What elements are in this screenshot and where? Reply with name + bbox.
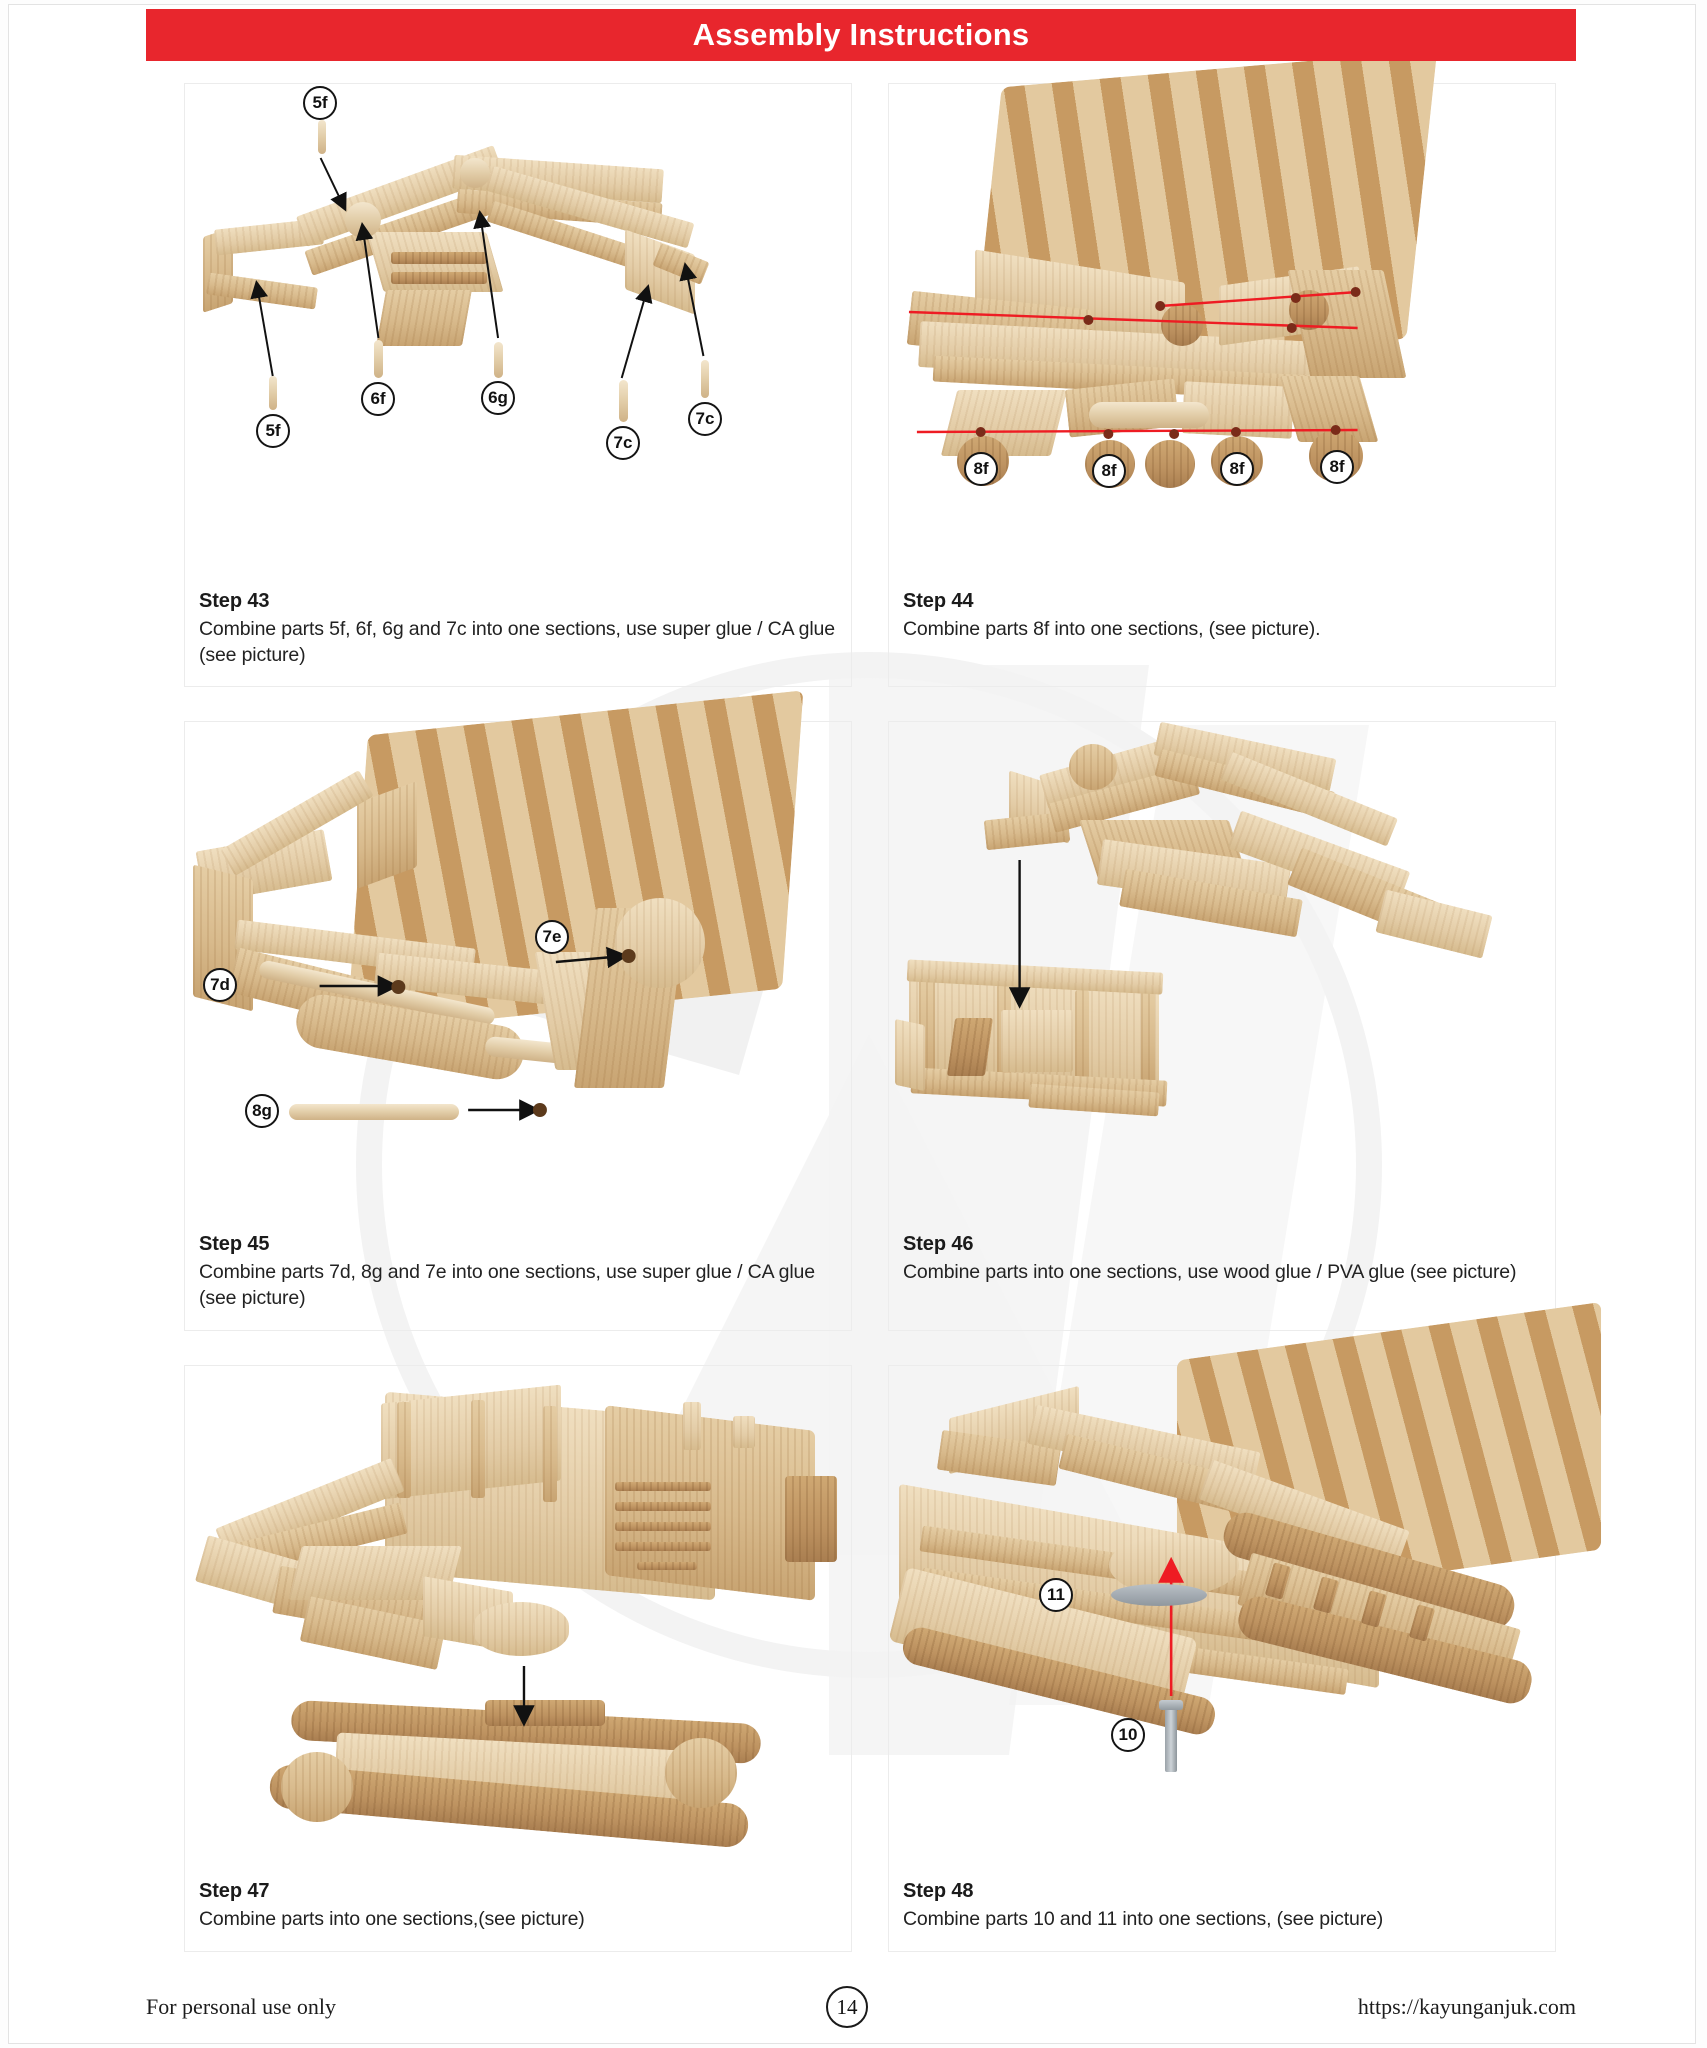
step-46-caption: Step 46 Combine parts into one sections,…: [889, 1227, 1555, 1304]
wood-axle: [1089, 402, 1209, 428]
step-panel-43: 5f 5f 6f 6g 7c 7c Step 43 Combine parts …: [184, 83, 852, 688]
step-48-leader-lines: [1158, 1556, 1185, 1696]
steps-grid: 5f 5f 6f 6g 7c 7c Step 43 Combine parts …: [184, 49, 1602, 1986]
steps-row-1: 5f 5f 6f 6g 7c 7c Step 43 Combine parts …: [184, 49, 1556, 688]
step-47-figure: [185, 1366, 851, 1874]
roller: [1161, 304, 1203, 346]
steps-row-3: Step 47 Combine parts into one sections,…: [184, 1301, 1602, 1952]
track-sprocket: [665, 1737, 737, 1808]
footer-page-number-wrap: 14: [336, 1986, 1358, 2028]
loose-pin-5f-top: [318, 120, 326, 154]
step-45-description: Combine parts 7d, 8g and 7e into one sec…: [199, 1261, 815, 1310]
step-panel-48: 11 10 Step 48 Combine parts 10 and 11 in…: [888, 1301, 1602, 1952]
page-number-badge: 14: [825, 1986, 868, 2028]
loose-pin-7c-2: [701, 360, 709, 398]
step-43-leader-lines: [250, 157, 705, 379]
step-43-label: Step 43: [199, 590, 270, 612]
loose-pin-6f: [374, 340, 383, 378]
callout-6g: 6g: [481, 381, 515, 415]
footer-website-url[interactable]: https://kayunganjuk.com: [1357, 1994, 1576, 2019]
wood-part: [391, 252, 487, 264]
track-mount: [485, 1699, 605, 1726]
callout-5f-top: 5f: [303, 86, 337, 120]
step-46-label: Step 46: [903, 1233, 974, 1256]
step-43-description: Combine parts 5f, 6f, 6g and 7c into one…: [199, 618, 835, 666]
callout-5f-bottom: 5f: [256, 414, 290, 448]
step-panel-44: 8f 8f 8f 8f Step 44 Combine parts 8f int…: [888, 49, 1556, 688]
screw-head-part-10: [1159, 1699, 1183, 1710]
loose-pin-5f-bottom: [269, 376, 277, 410]
step-43-figure: 5f 5f 6f 6g 7c 7c: [185, 84, 851, 584]
page-header-banner: Assembly Instructions: [146, 9, 1576, 61]
callout-7c-2: 7c: [688, 402, 722, 436]
loose-pin-7c-1: [619, 380, 628, 422]
callout-6f: 6f: [361, 382, 395, 416]
step-45-label: Step 45: [199, 1233, 270, 1256]
step-45-leader-lines: [319, 947, 636, 1122]
step-45-caption: Step 45 Combine parts 7d, 8g and 7e into…: [185, 1227, 851, 1329]
step-48-description: Combine parts 10 and 11 into one section…: [903, 1907, 1384, 1930]
wood-pivot: [460, 158, 490, 188]
callout-8f-2: 8f: [1092, 454, 1126, 488]
callout-10: 10: [1111, 1717, 1145, 1752]
step-panel-46: Step 46 Combine parts into one sections,…: [888, 721, 1556, 1331]
step-43-caption: Step 43 Combine parts 5f, 6f, 6g and 7c …: [185, 584, 851, 686]
screw-part-10: [1165, 1705, 1177, 1772]
step-45-figure: 7e 7d 8g: [185, 690, 851, 1227]
page-sheet: Assembly Instructions: [8, 4, 1696, 2044]
callout-8f-3: 8f: [1220, 452, 1254, 486]
callout-8g: 8g: [245, 1094, 279, 1129]
step-panel-45: 7e 7d 8g Step 45 Combine parts 7d, 8g an…: [184, 690, 852, 1331]
step-48-figure: 11 10: [888, 1301, 1602, 1874]
step-44-caption: Step 44 Combine parts 8f into one sectio…: [889, 584, 1555, 661]
step-48-caption: Step 48 Combine parts 10 and 11 into one…: [889, 1874, 1555, 1951]
callout-7c-1: 7c: [606, 426, 640, 460]
step-48-label: Step 48: [903, 1879, 974, 1902]
step-47-label: Step 47: [199, 1879, 270, 1902]
step-panel-47: Step 47 Combine parts into one sections,…: [184, 1364, 852, 1952]
step-44-alignment-lines: [908, 287, 1361, 439]
callout-8f-1: 8f: [964, 452, 998, 486]
step-47-leader-lines: [513, 1665, 535, 1727]
track-sprocket: [281, 1751, 353, 1822]
steps-row-2: 7e 7d 8g Step 45 Combine parts 7d, 8g an…: [184, 690, 1556, 1331]
wood-part: [391, 272, 487, 284]
step-46-leader-lines: [1008, 860, 1031, 1010]
page-footer: For personal use only 14 https://kayunga…: [146, 1977, 1576, 2037]
loose-pin-6g: [494, 342, 503, 378]
step-46-figure: [889, 722, 1555, 1227]
step-44-description: Combine parts 8f into one sections, (see…: [903, 618, 1321, 640]
callout-7d: 7d: [203, 968, 237, 1003]
callout-8f-4: 8f: [1320, 450, 1354, 484]
footer-usage-note: For personal use only: [146, 1994, 337, 2019]
step-46-description: Combine parts into one sections, use woo…: [903, 1261, 1517, 1284]
step-47-description: Combine parts into one sections,(see pic…: [199, 1907, 585, 1930]
step-44-label: Step 44: [903, 590, 974, 612]
step-44-figure: 8f 8f 8f 8f: [889, 49, 1555, 584]
step-47-caption: Step 47 Combine parts into one sections,…: [185, 1874, 851, 1951]
callout-11: 11: [1039, 1577, 1073, 1612]
page-title: Assembly Instructions: [692, 17, 1030, 52]
roller: [1145, 440, 1195, 488]
washer-part-11: [1111, 1583, 1207, 1606]
